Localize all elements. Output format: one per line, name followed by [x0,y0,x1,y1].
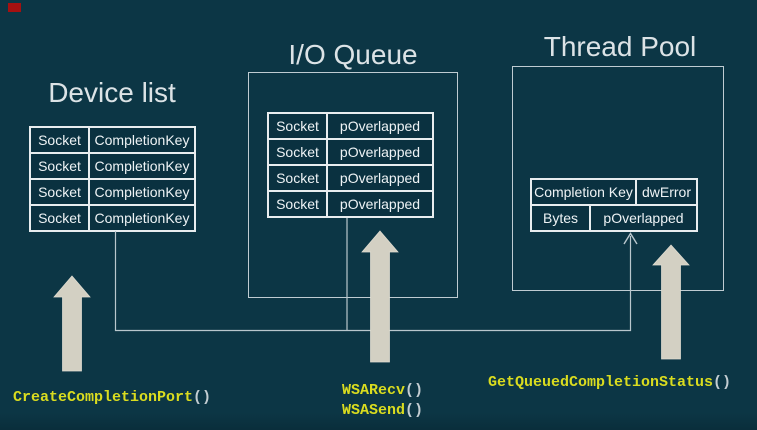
function-label-createcompletionport: CreateCompletionPort() [13,389,211,406]
table-cell: Socket [31,180,88,204]
function-parens: () [405,382,424,399]
table-cell: pOverlapped [328,114,432,138]
table-cell: Socket [31,128,88,152]
table-cell: Socket [269,114,326,138]
device-list-title: Device list [48,77,176,108]
table-cell: dwError [637,180,696,204]
table-cell: Socket [31,206,88,230]
io-queue-table: Socket pOverlapped Socket pOverlapped So… [267,112,434,218]
function-name: GetQueuedCompletionStatus [488,374,714,391]
table-cell: pOverlapped [328,166,432,190]
function-parens: () [405,402,424,419]
function-name: WSARecv [342,382,406,399]
function-label-wsasend: WSASend() [342,402,423,419]
table-cell: Socket [31,154,88,178]
function-parens: () [713,374,732,391]
table-cell: pOverlapped [328,192,432,216]
table-cell: CompletionKey [90,154,194,178]
function-name: WSASend [342,402,406,419]
table-cell: CompletionKey [90,206,194,230]
table-cell: CompletionKey [90,180,194,204]
table-cell: pOverlapped [328,140,432,164]
function-parens: () [193,389,212,406]
table-cell: Socket [269,166,326,190]
table-cell: Socket [269,140,326,164]
table-cell: Socket [269,192,326,216]
function-label-getqueuedcompletionstatus: GetQueuedCompletionStatus() [488,374,731,391]
table-row: Bytes pOverlapped [532,206,696,230]
table-row: Completion Key dwError [532,180,696,204]
up-arrow-device-list-icon [53,275,91,372]
red-marker [8,3,21,12]
thread-pool-table: Completion Key dwError Bytes pOverlapped [530,178,698,232]
device-list-table: Socket CompletionKey Socket CompletionKe… [29,126,196,232]
table-cell: CompletionKey [90,128,194,152]
function-label-wsarecv: WSARecv() [342,382,423,399]
table-cell: Completion Key [532,180,635,204]
function-name: CreateCompletionPort [13,389,194,406]
table-cell: pOverlapped [591,206,696,230]
table-cell: Bytes [532,206,589,230]
thread-pool-title: Thread Pool [543,31,697,62]
io-queue-title: I/O Queue [288,39,418,70]
